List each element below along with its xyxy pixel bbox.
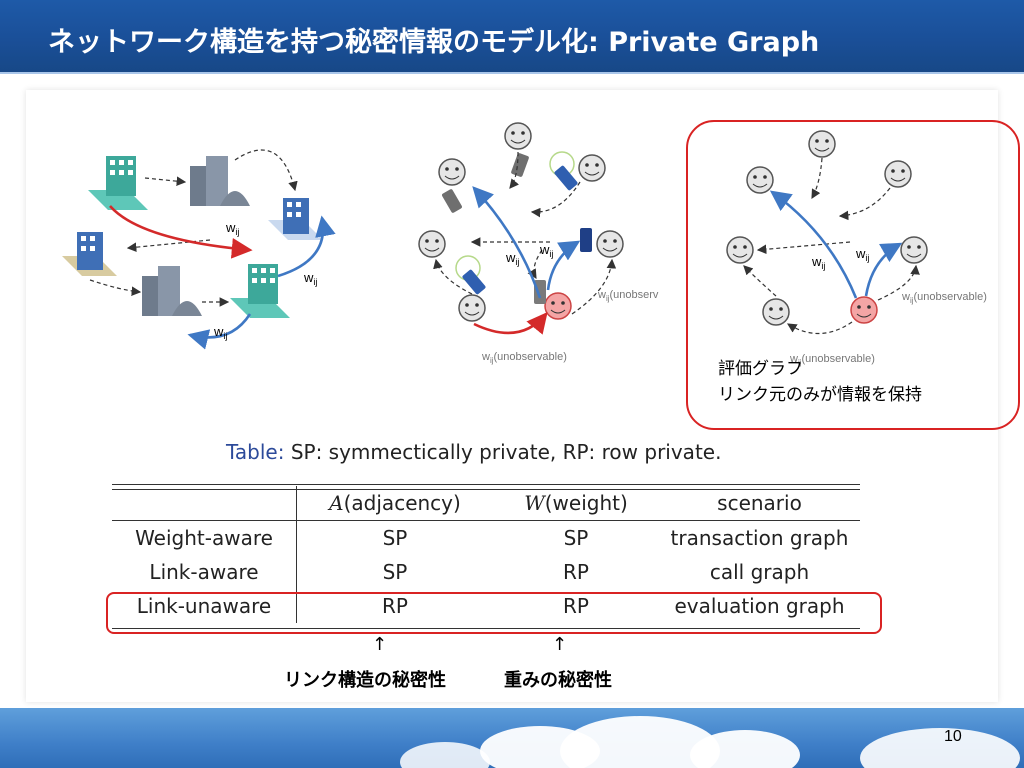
person-icon <box>762 298 790 326</box>
svg-text:wij(unobservable): wij(unobservable) <box>901 291 987 305</box>
page-number: 10 <box>944 728 962 745</box>
person-icon <box>578 154 606 182</box>
person-icon <box>596 230 624 258</box>
person-icon <box>900 236 928 264</box>
building-icon <box>190 156 250 206</box>
phone-icon <box>442 189 462 213</box>
svg-text:wij: wij <box>855 246 869 263</box>
table-row: Link-unaware RP RP evaluation graph <box>112 589 860 623</box>
phone-icon <box>455 255 486 295</box>
building-icon <box>268 198 323 240</box>
link-unaware-highlight <box>106 592 882 634</box>
weight-secrecy-note: 重みの秘密性 <box>504 670 612 691</box>
phone-icon <box>549 151 578 191</box>
table-header-cell: A(adjacency) <box>296 486 493 521</box>
weight-label: w <box>303 270 314 285</box>
table-header-cell: W(weight) <box>493 486 659 521</box>
building-icon <box>62 232 117 276</box>
footer-sky <box>0 708 1024 768</box>
evaluation-graph-note: 評価グラフ リンク元のみが情報を保持 <box>718 359 922 405</box>
svg-text:wij(unobservable): wij(unobservable) <box>481 351 567 365</box>
svg-text:wij(unobservable): wij(unobservable) <box>789 353 875 367</box>
weight-label: w <box>855 246 866 261</box>
person-icon <box>746 166 774 194</box>
svg-text:wij: wij <box>225 220 239 237</box>
person-icon <box>884 160 912 188</box>
person-icon <box>504 122 532 150</box>
call-graph-diagram: wij wij wij(unobserv wij(unobservable) <box>418 122 659 365</box>
person-icon <box>458 294 486 322</box>
weight-label: w <box>811 254 822 269</box>
svg-text:wij: wij <box>539 242 553 259</box>
svg-text:wij: wij <box>303 270 317 287</box>
weight-label: w <box>225 220 236 235</box>
slide-title: ネットワーク構造を持つ秘密情報のモデル化: Private Graph <box>48 27 820 58</box>
building-icon <box>230 264 290 318</box>
arrow-up-icon: ↑ <box>552 634 568 655</box>
privacy-table: A(adjacency) W(weight) scenario Weight-a… <box>112 486 860 623</box>
svg-text:wij: wij <box>213 324 227 341</box>
table-row: Link-aware SP RP call graph <box>112 555 860 589</box>
unobservable-label: (unobservable) <box>494 351 567 363</box>
weight-label: w <box>505 250 516 265</box>
person-icon-highlighted <box>544 292 572 320</box>
table-bottom-rule <box>112 628 860 629</box>
phone-icon <box>511 153 529 177</box>
unobservable-label: (unobservable) <box>914 291 987 303</box>
table-header-cell <box>112 486 297 521</box>
evaluation-graph-highlight <box>686 120 1020 430</box>
link-structure-secrecy-note: リンク構造の秘密性 <box>284 670 446 691</box>
person-icon <box>418 230 446 258</box>
evaluation-graph-diagram: wij wij wij(unobservable) wij(unobservab… <box>726 130 987 367</box>
table-row: Weight-aware SP SP transaction graph <box>112 520 860 555</box>
table-header-cell: scenario <box>659 486 860 521</box>
person-icon <box>808 130 836 158</box>
arrow-up-icon: ↑ <box>372 634 388 655</box>
svg-text:wij(unobserv: wij(unobserv <box>597 289 659 303</box>
unobservable-label: (unobservable) <box>802 353 875 365</box>
building-icon <box>88 156 148 210</box>
table-header-row: A(adjacency) W(weight) scenario <box>112 486 860 521</box>
phone-icon <box>580 228 592 252</box>
person-icon-highlighted <box>850 296 878 324</box>
table-caption: Table: SP: symmectically private, RP: ro… <box>226 440 722 464</box>
unobservable-label: (unobserv <box>610 289 659 301</box>
svg-text:wij: wij <box>505 250 519 267</box>
slide-header: ネットワーク構造を持つ秘密情報のモデル化: Private Graph <box>0 0 1024 74</box>
weight-label: w <box>213 324 224 339</box>
weight-label: w <box>539 242 550 257</box>
person-icon <box>726 236 754 264</box>
building-icon <box>142 266 202 316</box>
svg-text:wij: wij <box>811 254 825 271</box>
person-icon <box>438 158 466 186</box>
transaction-graph-diagram: wij wij wij <box>62 149 336 350</box>
